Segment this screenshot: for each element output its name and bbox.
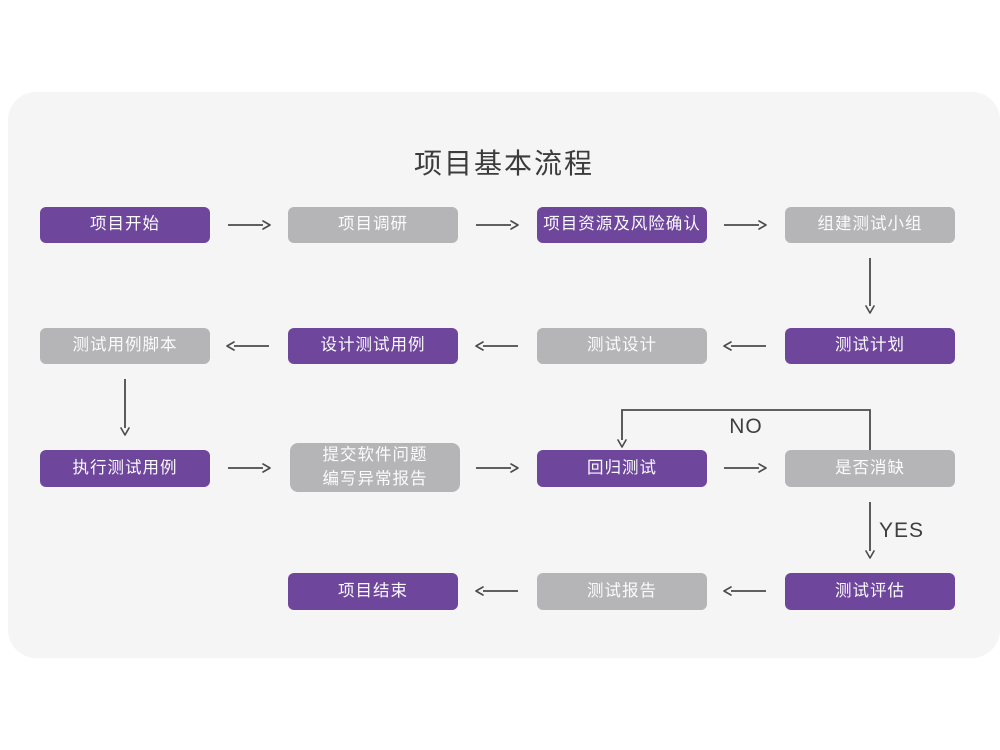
flow-node-label: 测试计划 — [835, 336, 905, 355]
flow-node-regression-test: 回归测试 — [537, 450, 707, 487]
flow-node-build-test-team: 组建测试小组 — [785, 207, 955, 243]
flow-node-test-evaluate: 测试评估 — [785, 573, 955, 610]
flow-node-project-start: 项目开始 — [40, 207, 210, 243]
flow-node-design-test-case: 设计测试用例 — [288, 328, 458, 364]
flow-node-submit-issue-report: 提交软件问题 编写异常报告 — [290, 443, 460, 492]
flow-node-label: 测试报告 — [587, 581, 657, 600]
flow-node-label-line1: 提交软件问题 — [322, 446, 428, 465]
branch-label-yes: YES — [879, 519, 925, 542]
flow-node-test-report: 测试报告 — [537, 573, 707, 610]
diagram-title: 项目基本流程 — [413, 148, 594, 179]
flow-node-label: 是否消缺 — [835, 458, 905, 477]
flow-node-label-line2: 编写异常报告 — [322, 469, 428, 488]
flow-node-label: 项目调研 — [338, 215, 408, 234]
flow-node-label: 测试用例脚本 — [72, 336, 178, 355]
flow-node-project-end: 项目结束 — [288, 573, 458, 610]
flow-node-label: 组建测试小组 — [817, 215, 923, 234]
flow-node-test-design: 测试设计 — [537, 328, 707, 364]
flow-node-execute-test-case: 执行测试用例 — [40, 450, 210, 487]
flow-node-defect-cleared-check: 是否消缺 — [785, 450, 955, 487]
flow-node-label: 回归测试 — [587, 458, 657, 477]
flow-node-label: 项目资源及风险确认 — [543, 215, 701, 234]
flow-node-label: 测试评估 — [835, 581, 905, 600]
flow-node-test-case-script: 测试用例脚本 — [40, 328, 210, 364]
flow-node-resource-risk-confirm: 项目资源及风险确认 — [537, 207, 707, 243]
flow-node-label: 项目结束 — [338, 581, 408, 600]
flow-node-label: 执行测试用例 — [72, 458, 178, 477]
flow-node-label: 设计测试用例 — [320, 336, 426, 355]
branch-label-no: NO — [729, 415, 763, 438]
flow-node-test-plan: 测试计划 — [785, 328, 955, 364]
flow-node-label: 测试设计 — [587, 336, 657, 355]
flow-node-project-research: 项目调研 — [288, 207, 458, 243]
flowchart-card — [8, 92, 1000, 658]
flow-node-label: 项目开始 — [90, 215, 160, 234]
